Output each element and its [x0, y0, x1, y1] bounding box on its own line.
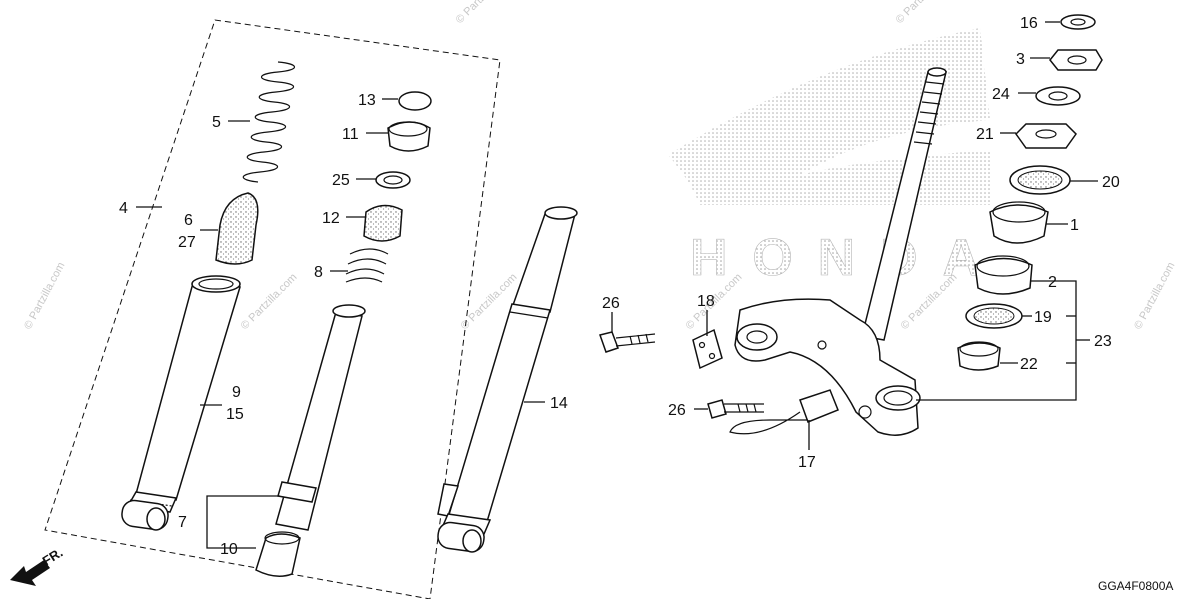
- callout-22: 22: [1020, 356, 1038, 373]
- cap-part-13: [398, 91, 432, 111]
- bushing-part-12: [363, 204, 403, 242]
- callout-7: 7: [178, 514, 187, 531]
- race-part-1: [989, 204, 1049, 244]
- watermark: © Partzilla.com: [894, 0, 955, 26]
- callout-8: 8: [314, 264, 323, 281]
- callout-5: 5: [212, 114, 221, 131]
- plate-part-18[interactable]: [692, 328, 723, 370]
- callout-1: 1: [1070, 217, 1079, 234]
- fork-cushion-part[interactable]: [215, 192, 259, 265]
- callout-6: 6: [184, 212, 193, 229]
- callout-17: 17: [798, 454, 816, 471]
- leader-lines: [136, 21, 1098, 549]
- fork-small-parts[interactable]: [345, 91, 432, 283]
- callout-13: 13: [358, 92, 376, 109]
- fork-leg-part[interactable]: [436, 206, 578, 553]
- callout-21: 21: [976, 126, 994, 143]
- callout-20: 20: [1102, 174, 1120, 191]
- callout-10: 10: [220, 541, 238, 558]
- callout-4: 4: [119, 200, 128, 217]
- watermark: © Partzilla.com: [1132, 260, 1177, 331]
- callout-16: 16: [1020, 15, 1038, 32]
- nut-part-21: [1015, 123, 1077, 149]
- callout-24: 24: [992, 86, 1010, 103]
- fork-inner-tube-part[interactable]: [255, 304, 366, 577]
- steering-stem-part[interactable]: [734, 67, 947, 436]
- fork-spring-part[interactable]: [242, 61, 296, 183]
- steering-bearing-stack[interactable]: [957, 14, 1103, 371]
- callout-18: 18: [697, 293, 715, 310]
- spring-part-8: [345, 248, 389, 283]
- callout-labels: 1 2 3 4 5 6 7 8 9 10 11 12 13 14 15 16 1…: [119, 15, 1120, 558]
- callout-11: 11: [342, 126, 359, 143]
- watermark: © Partzilla.com: [239, 271, 300, 332]
- bolt-part-26-lower[interactable]: [707, 399, 764, 419]
- callout-14: 14: [550, 395, 568, 412]
- callout-26-lower: 26: [668, 402, 686, 419]
- bolt-part-26-upper[interactable]: [599, 331, 656, 353]
- callout-23: 23: [1094, 333, 1112, 350]
- fork-outer-tube-part[interactable]: [120, 275, 241, 531]
- honda-wing-logo: HONDA: [668, 28, 990, 287]
- collar-part-10: [255, 533, 301, 577]
- callout-26: 26: [602, 295, 620, 312]
- washer-part-24: [1035, 86, 1081, 106]
- clip-part-17[interactable]: [729, 389, 839, 435]
- washer-part-25: [375, 171, 411, 189]
- watermark: © Partzilla.com: [22, 260, 67, 331]
- watermark: © Partzilla.com: [454, 0, 515, 26]
- callout-3: 3: [1016, 51, 1025, 68]
- front-direction-arrow: FR.: [10, 545, 65, 586]
- callout-25: 25: [332, 172, 350, 189]
- callout-12: 12: [322, 210, 340, 227]
- diagram-code: GGA4F0800A: [1098, 579, 1173, 593]
- callout-9: 9: [232, 384, 241, 401]
- callout-2: 2: [1048, 274, 1057, 291]
- callout-15: 15: [226, 406, 244, 423]
- nut-part-3: [1049, 49, 1103, 71]
- nut-part-16: [1060, 14, 1096, 30]
- callout-27: 27: [178, 234, 196, 251]
- callout-19: 19: [1034, 309, 1052, 326]
- fork-assembly-outline: [44, 19, 501, 599]
